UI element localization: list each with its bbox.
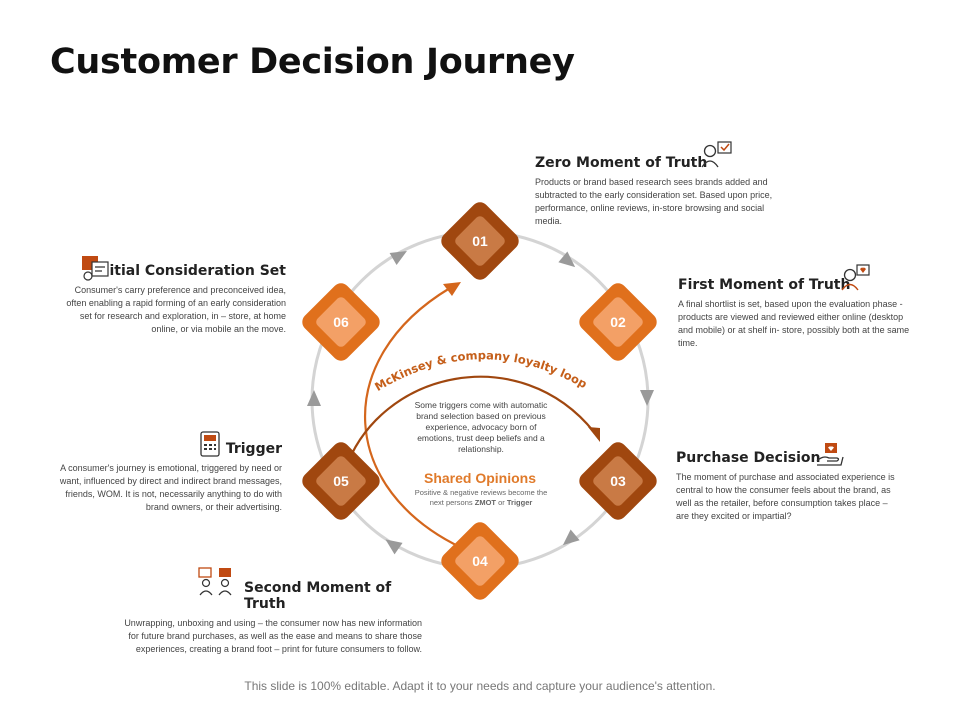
trigger-title: Trigger (225, 441, 282, 457)
purchase-title: Purchase Decision (676, 450, 821, 466)
ring-arrow-1 (389, 251, 407, 266)
consideration-set-icon (82, 256, 109, 281)
ring-arrow-3 (640, 390, 654, 406)
person-with-review-icon (841, 264, 870, 291)
block-fmot: First Moment of Truth A final shortlist … (678, 277, 920, 350)
node-06: 06 (302, 283, 380, 361)
block-smot: Second Moment of Truth Unwrapping, unbox… (112, 580, 422, 656)
node-number: 02 (610, 314, 626, 330)
block-trigger: Trigger A consumer's journey is emotiona… (44, 441, 282, 514)
node-02: 02 (579, 283, 657, 361)
node-03: 03 (579, 442, 657, 520)
initial-text: Consumer's carry preference and preconce… (66, 285, 286, 334)
hand-with-heart-icon (816, 443, 844, 466)
node-01: 01 (441, 202, 519, 280)
node-inner-diamond (316, 297, 366, 347)
device-icon (200, 431, 220, 457)
trigger-text: A consumer's journey is emotional, trigg… (59, 463, 282, 512)
page-title: Customer Decision Journey (50, 42, 575, 82)
block-initial: Initial Consideration Set Consumer's car… (60, 263, 286, 336)
node-inner-diamond (316, 456, 366, 506)
initial-title: Initial Consideration Set (94, 263, 286, 279)
node-inner-diamond (593, 297, 643, 347)
person-with-review-icon (701, 141, 732, 168)
node-number: 01 (472, 233, 488, 249)
loop-arrow-down (343, 375, 595, 471)
node-inner-diamond (455, 536, 505, 586)
shared-trigger: Trigger (506, 498, 533, 507)
shared-or: or (498, 498, 505, 507)
purchase-text: The moment of purchase and associated ex… (676, 472, 895, 521)
fmot-text: A final shortlist is set, based upon the… (678, 299, 910, 348)
node-04: 04 (441, 522, 519, 600)
node-number: 03 (610, 473, 626, 489)
ring-arrow-2 (558, 251, 576, 268)
ring-arrow-6 (307, 390, 321, 406)
node-inner-diamond (455, 216, 505, 266)
loop-arrow-up-head (443, 282, 461, 296)
node-inner-diamond (593, 456, 643, 506)
zmot-title: Zero Moment of Truth (535, 155, 708, 171)
shared-opinions-prefix: Positive & negative reviews become the n… (414, 488, 548, 507)
footer-note: This slide is 100% editable. Adapt it to… (244, 679, 716, 693)
shared-opinions-title: Shared Opinions (423, 470, 536, 486)
block-zmot: Zero Moment of Truth Products or brand b… (535, 155, 787, 228)
ring-arrow-5 (385, 539, 403, 555)
center-text: Some triggers come with automatic brand … (414, 400, 548, 454)
smot-title: Second Moment of Truth (244, 580, 392, 612)
zmot-text: Products or brand based research sees br… (535, 177, 773, 226)
shared-opinions-text: Positive & negative reviews become the n… (414, 488, 548, 508)
loop-arrow-down-head (588, 427, 600, 442)
node-number: 04 (472, 553, 488, 569)
loop-label: McKinsey & company loyalty loop (372, 348, 589, 394)
node-number: 05 (333, 473, 349, 489)
node-05: 05 (302, 442, 380, 520)
node-number: 06 (333, 314, 349, 330)
loop-arrow-up (363, 287, 463, 549)
fmot-title: First Moment of Truth (678, 277, 851, 293)
ring-arrow-4 (562, 529, 580, 546)
smot-text: Unwrapping, unboxing and using – the con… (124, 618, 422, 654)
shared-zmot: ZMOT (474, 498, 496, 507)
block-purchase: Purchase Decision The moment of purchase… (676, 450, 896, 523)
people-sharing-icon (198, 567, 232, 596)
